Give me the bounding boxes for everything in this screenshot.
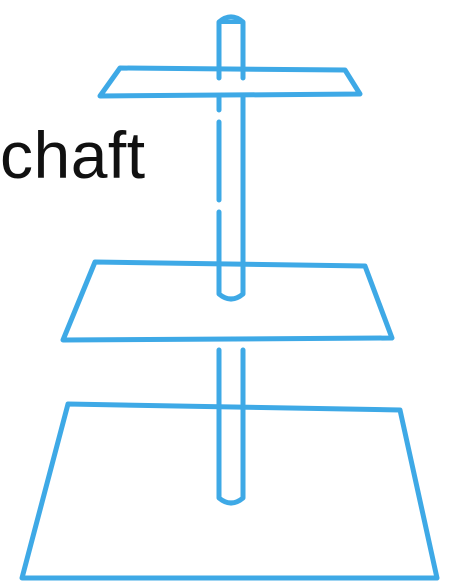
top-tier-tray bbox=[100, 68, 360, 96]
stand-strokes bbox=[22, 17, 437, 578]
upper-pole-segment bbox=[219, 97, 243, 299]
lower-pole-segment bbox=[219, 350, 243, 503]
bottom-tier-tray bbox=[22, 404, 437, 578]
